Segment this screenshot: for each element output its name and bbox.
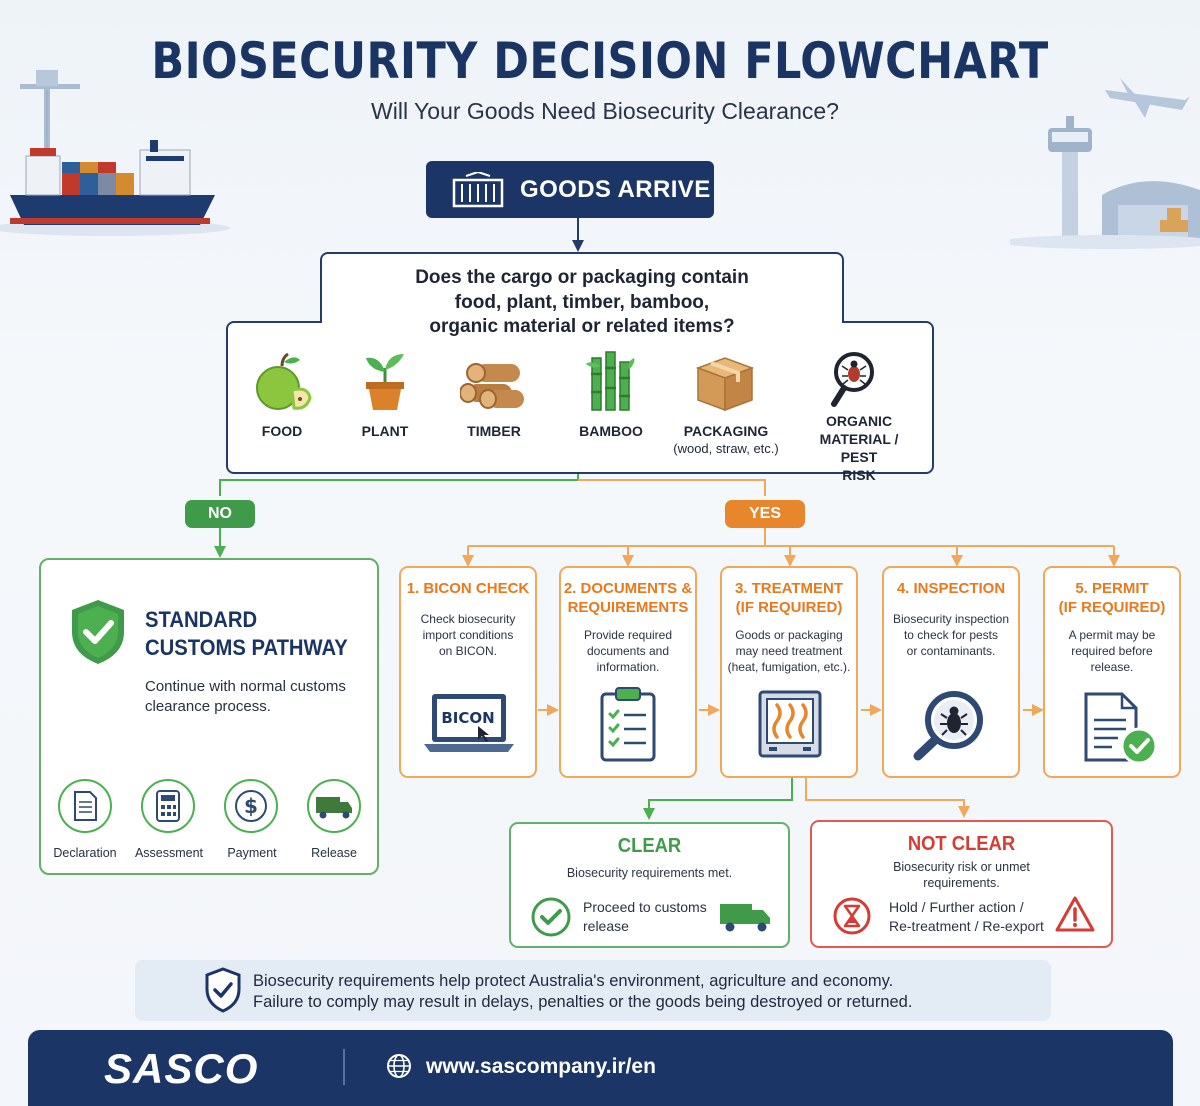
category-organic-material: ORGANIC MATERIAL / PEST RISK xyxy=(819,413,899,483)
step-title-inspection: 4. INSPECTION xyxy=(896,580,1006,597)
not-clear-action: Hold / Further action / Re-treatment / R… xyxy=(889,899,1044,934)
goods-arrive-label: GOODS ARRIVE xyxy=(520,175,711,203)
logs-icon xyxy=(460,363,524,409)
calculator-icon xyxy=(141,779,195,833)
footer-bar xyxy=(28,1030,1173,1106)
category-plant: PLANT xyxy=(361,423,409,439)
clear-result-box xyxy=(509,822,790,948)
step-card-documents xyxy=(559,566,697,778)
not-clear-title: NOT CLEAR xyxy=(907,833,1016,855)
airport-illustration xyxy=(1010,78,1200,249)
goods-arrive-node: GOODS ARRIVE xyxy=(426,161,714,218)
bamboo-icon xyxy=(586,351,635,411)
clear-action: Proceed to customs release xyxy=(583,899,707,934)
apple-icon xyxy=(256,352,312,410)
container-icon xyxy=(452,171,504,207)
page-title: BIOSECURITY DECISION FLOWCHART xyxy=(151,32,1049,90)
magnifier-bug-icon xyxy=(913,691,983,761)
category-food: FOOD xyxy=(261,423,303,439)
declaration-icon xyxy=(58,779,112,833)
standard-step-assessment: Assessment xyxy=(134,846,204,860)
step-desc-treatment: Goods or packaging may need treatment (h… xyxy=(727,628,851,674)
category-bamboo: BAMBOO xyxy=(579,423,643,439)
check-circle-icon xyxy=(531,897,571,937)
standard-pathway-description: Continue with normal customs clearance p… xyxy=(145,678,346,715)
pest-magnifier-icon xyxy=(831,352,874,407)
step-desc-documents: Provide required documents and informati… xyxy=(583,628,673,674)
globe-icon xyxy=(387,1054,411,1078)
yes-branch-badge: YES xyxy=(725,500,805,528)
shield-check-icon xyxy=(72,600,124,664)
cardboard-box-icon xyxy=(695,357,755,412)
laptop-screen-text: BICON xyxy=(441,709,494,727)
no-branch-badge: NO xyxy=(185,500,255,528)
footer-divider xyxy=(343,1049,345,1085)
shield-icon xyxy=(205,967,241,1013)
standard-step-payment: Payment xyxy=(227,846,277,860)
clear-truck-icon xyxy=(720,904,770,932)
cargo-ship-illustration xyxy=(0,70,230,236)
category-packaging: PACKAGING (wood, straw, etc.) xyxy=(673,423,779,456)
category-timber: TIMBER xyxy=(467,423,521,439)
release-truck-icon xyxy=(307,779,361,833)
step-desc-inspection: Biosecurity inspection to check for pest… xyxy=(892,612,1010,658)
question-box xyxy=(226,321,934,474)
step-title-bicon-check: 1. BICON CHECK xyxy=(406,580,530,597)
clear-description: Biosecurity requirements met. xyxy=(566,866,733,880)
page-subtitle: Will Your Goods Need Biosecurity Clearan… xyxy=(371,98,839,124)
standard-pathway-title: STANDARD CUSTOMS PATHWAY xyxy=(145,607,348,660)
laptop-icon: BICON xyxy=(424,694,514,752)
step-desc-permit: A permit may be required before release. xyxy=(1068,628,1156,674)
warning-triangle-icon xyxy=(1055,896,1095,932)
clipboard-icon xyxy=(600,687,656,762)
step-desc-bicon-check: Check biosecurity import conditions on B… xyxy=(420,612,516,658)
notice-banner xyxy=(135,960,1051,1021)
hourglass-icon xyxy=(833,897,871,935)
step-title-documents: 2. DOCUMENTS & REQUIREMENTS xyxy=(563,580,693,616)
standard-step-release: Release xyxy=(311,846,357,860)
not-clear-description: Biosecurity risk or unmet requirements. xyxy=(893,860,1030,890)
step-title-permit: 5. PERMIT (IF REQUIRED) xyxy=(1058,580,1166,616)
step-title-treatment: 3. TREATMENT (IF REQUIRED) xyxy=(734,580,844,616)
payment-dollar-icon: $ xyxy=(224,779,278,833)
question-text: Does the cargo or packaging contain food… xyxy=(415,267,749,337)
heat-chamber-icon xyxy=(758,690,822,758)
brand-logo: SASCO xyxy=(104,1045,259,1092)
notice-text: Biosecurity requirements help protect Au… xyxy=(253,972,913,1011)
clear-title: CLEAR xyxy=(617,835,682,857)
potted-plant-icon xyxy=(366,354,404,410)
permit-document-icon xyxy=(1084,692,1158,765)
standard-step-declaration: Declaration xyxy=(53,846,117,860)
website-link[interactable]: www.sascompany.ir/en xyxy=(426,1055,656,1078)
step-card-bicon-check xyxy=(399,566,537,778)
svg-text:$: $ xyxy=(244,794,258,818)
